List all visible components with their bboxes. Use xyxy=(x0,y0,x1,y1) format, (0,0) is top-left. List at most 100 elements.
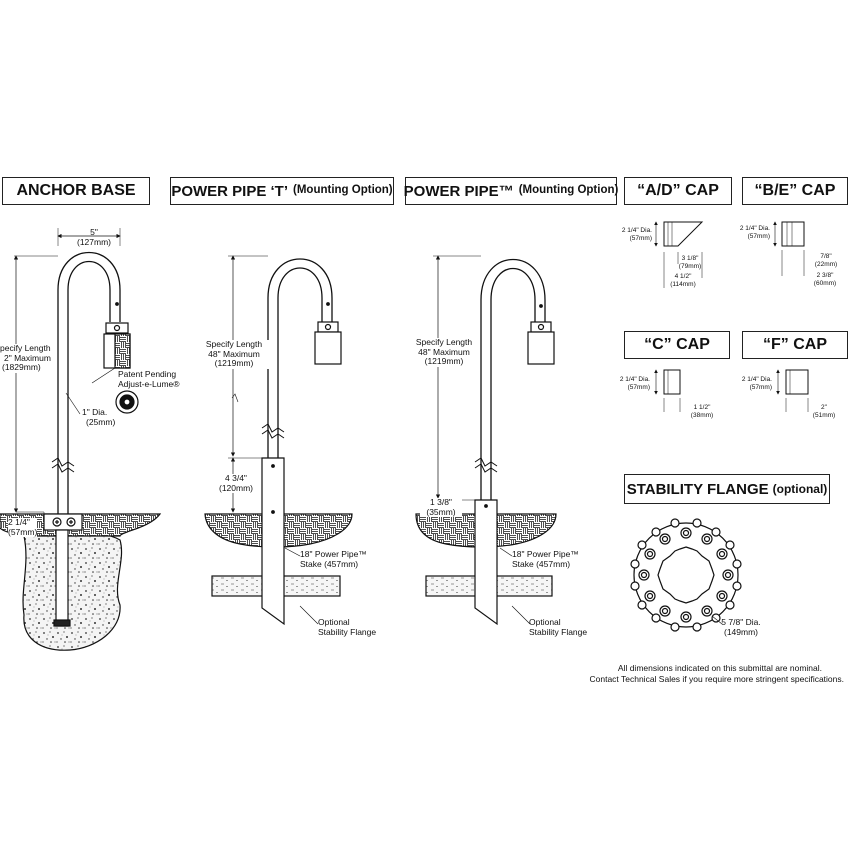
header-be-cap: “B/E” CAP xyxy=(742,177,848,205)
pipe-max-length-mm: (1219mm) xyxy=(424,356,464,366)
be-cap-inner-mm: (22mm) xyxy=(814,260,838,268)
header-power-pipe: POWER PIPE™ (Mounting Option) xyxy=(403,177,618,205)
anchor-dia-mm: (25mm) xyxy=(86,416,116,427)
header-stability-flange-text: STABILITY FLANGE xyxy=(626,480,769,498)
pipe-flange-label: Optional Stability Flange xyxy=(529,617,587,637)
be-cap-drawing xyxy=(773,221,805,276)
anchor-max-length: 2" Maximum xyxy=(4,352,51,363)
header-power-pipe-t: POWER PIPE ‘T’ (Mounting Option) xyxy=(170,177,394,205)
header-anchor-base: ANCHOR BASE xyxy=(2,177,150,205)
f-cap-drawing xyxy=(776,369,809,412)
flange-dia-mm: (149mm) xyxy=(723,626,758,637)
f-cap-dia: 2 1/4" Dia. (57mm) xyxy=(726,376,772,391)
c-cap-dia-mm: (57mm) xyxy=(627,383,650,391)
ad-cap-dia-mm: (57mm) xyxy=(629,234,652,242)
c-cap-len-in: 1 1/2" xyxy=(693,404,711,411)
pipe-t-specify-length: Specify Length xyxy=(205,339,263,349)
ad-cap-inner-in: 3 1/8" xyxy=(681,255,699,262)
ad-cap-outer: 4 1/2" (114mm) xyxy=(668,273,698,288)
footnote-line1: All dimensions indicated on this submitt… xyxy=(617,663,822,673)
header-stability-flange-sub: (optional) xyxy=(772,482,828,496)
header-f-cap: “F” CAP xyxy=(742,331,848,359)
header-power-pipe-t-sub: (Mounting Option) xyxy=(293,184,393,197)
pipe-stake-height-mm: (35mm) xyxy=(426,506,456,517)
power-pipe-drawing xyxy=(415,255,557,626)
anchor-width-dim: 5" (127mm) xyxy=(70,227,118,247)
ad-cap-outer-mm: (114mm) xyxy=(670,280,696,288)
footnote: All dimensions indicated on this submitt… xyxy=(590,663,845,685)
footnote-line2: Contact Technical Sales if you require m… xyxy=(589,674,845,684)
f-cap-len-mm: (51mm) xyxy=(812,411,836,419)
anchor-dia-in: 1" Dia. xyxy=(82,407,108,417)
pipe-t-stake-label-2: Stake (457mm) xyxy=(300,558,359,569)
pipe-stake-label-1: 18" Power Pipe™ xyxy=(512,549,579,559)
pipe-t-flange-label-1: Optional xyxy=(318,617,350,627)
pipe-flange-label-1: Optional xyxy=(529,617,561,627)
anchor-base-in: 2 1/4" xyxy=(8,517,30,527)
pipe-specify-length: Specify Length xyxy=(415,337,473,347)
anchor-base-drawing xyxy=(0,228,162,651)
anchor-dia-dim: 1" Dia. (25mm) xyxy=(82,407,116,427)
be-cap-dia-in: 2 1/4" Dia. xyxy=(739,225,770,232)
pipe-length-dim: Specify Length 48" Maximum (1219mm) xyxy=(408,337,480,367)
header-ad-cap-text: “A/D” CAP xyxy=(637,182,719,199)
anchor-specify-length: pecify Length xyxy=(0,343,51,353)
c-cap-len: 1 1/2" (38mm) xyxy=(688,404,716,419)
header-anchor-base-text: ANCHOR BASE xyxy=(16,182,136,199)
pipe-t-stake-label-1: 18" Power Pipe™ xyxy=(300,549,367,559)
pipe-t-flange-label-2: Stability Flange xyxy=(318,626,377,637)
ad-cap-dia-in: 2 1/4" Dia. xyxy=(621,227,652,234)
anchor-base-dim: 2 1/4" (57mm) xyxy=(8,517,38,537)
pipe-stake-height: 1 3/8" (35mm) xyxy=(420,497,462,517)
f-cap-len: 2" (51mm) xyxy=(812,404,836,419)
pipe-t-stake-height-mm: (120mm) xyxy=(218,482,253,493)
be-cap-outer-mm: (60mm) xyxy=(813,279,837,287)
be-cap-dia: 2 1/4" Dia. (57mm) xyxy=(724,225,770,240)
ad-cap-outer-in: 4 1/2" xyxy=(674,273,692,280)
header-power-pipe-text: POWER PIPE™ xyxy=(403,182,514,200)
header-power-pipe-t-text: POWER PIPE ‘T’ xyxy=(171,182,289,200)
patent-note: Patent Pending Adjust-e-Lume® xyxy=(118,369,180,389)
header-c-cap-text: “C” CAP xyxy=(644,336,710,353)
pipe-t-flange-label: Optional Stability Flange xyxy=(318,617,377,637)
power-pipe-t-drawing xyxy=(204,255,353,626)
pipe-stake-label-2: Stake (457mm) xyxy=(512,558,571,569)
pipe-max-length: 48" Maximum xyxy=(418,346,470,357)
be-cap-outer: 2 3/8" (60mm) xyxy=(812,272,838,287)
header-be-cap-text: “B/E” CAP xyxy=(754,182,836,199)
anchor-base-mm: (57mm) xyxy=(8,526,38,537)
pipe-t-max-length: 48" Maximum xyxy=(208,348,260,359)
anchor-length-dim: pecify Length 2" Maximum (1829mm) xyxy=(0,343,56,373)
flange-dia: 5 7/8" Dia. (149mm) xyxy=(718,617,764,637)
f-cap-dia-in: 2 1/4" Dia. xyxy=(741,376,772,383)
anchor-max-length-mm: (1829mm) xyxy=(2,362,41,372)
concrete-footing xyxy=(22,529,123,651)
be-cap-outer-in: 2 3/8" xyxy=(816,272,834,279)
pipe-t-max-length-mm: (1219mm) xyxy=(214,358,254,368)
patent-line2: Adjust-e-Lume® xyxy=(118,378,180,389)
c-cap-dia: 2 1/4" Dia. (57mm) xyxy=(604,376,650,391)
be-cap-inner: 7/8" (22mm) xyxy=(814,253,838,268)
pipe-stake-height-in: 1 3/8" xyxy=(430,497,452,507)
f-cap-dia-mm: (57mm) xyxy=(749,383,772,391)
header-ad-cap: “A/D” CAP xyxy=(624,177,732,205)
header-c-cap: “C” CAP xyxy=(624,331,730,359)
flange-dia-in: 5 7/8" Dia. xyxy=(721,617,761,627)
patent-line1: Patent Pending xyxy=(118,369,177,379)
anchor-width-in: 5" xyxy=(90,227,98,237)
ad-cap-dia: 2 1/4" Dia. (57mm) xyxy=(606,227,652,242)
stability-flange-drawing xyxy=(630,518,742,632)
anchor-width-mm: (127mm) xyxy=(76,236,111,247)
header-f-cap-text: “F” CAP xyxy=(763,336,827,353)
pipe-t-length-dim: Specify Length 48" Maximum (1219mm) xyxy=(198,339,270,369)
f-cap-len-in: 2" xyxy=(821,404,827,411)
ad-cap-inner: 3 1/8" (79mm) xyxy=(678,255,702,270)
header-stability-flange: STABILITY FLANGE (optional) xyxy=(624,474,830,504)
pipe-stake-label: 18" Power Pipe™ Stake (457mm) xyxy=(512,549,579,569)
c-cap-len-mm: (38mm) xyxy=(690,411,714,419)
ad-cap-drawing xyxy=(654,221,704,288)
c-cap-drawing xyxy=(654,369,681,412)
c-cap-dia-in: 2 1/4" Dia. xyxy=(619,376,650,383)
be-cap-inner-in: 7/8" xyxy=(820,253,832,260)
